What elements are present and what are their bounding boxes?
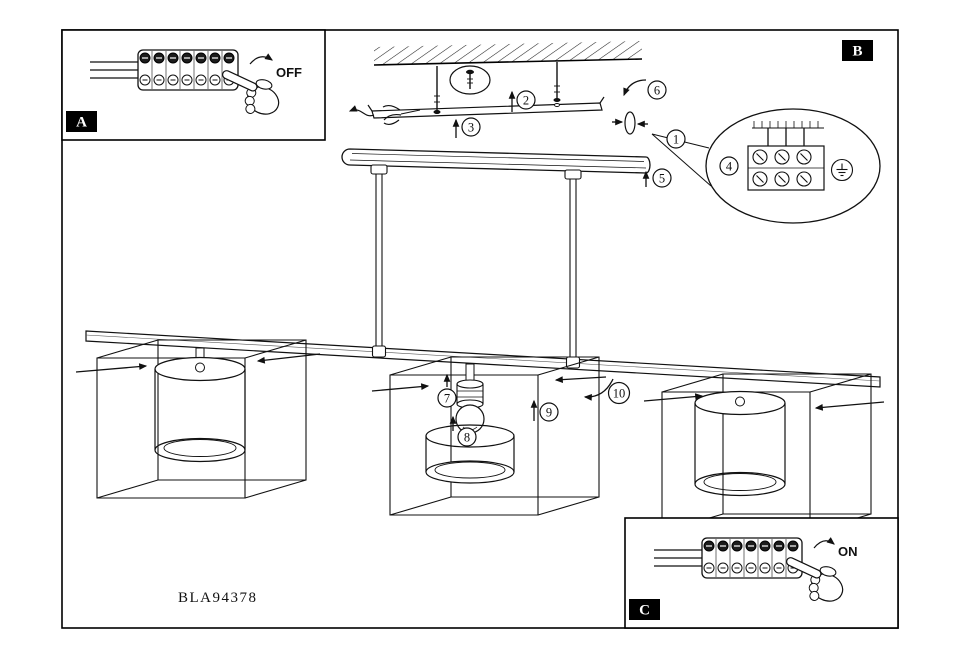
screw-detail-callout (449, 65, 491, 95)
off-label: OFF (276, 65, 302, 80)
rotate-arrow-icon (583, 378, 614, 401)
panel-c-box (629, 599, 660, 620)
step-marker-2: 2 (508, 90, 536, 112)
step-number: 2 (523, 93, 529, 107)
step-number: 3 (468, 120, 474, 134)
model-number: BLA94378 (178, 590, 258, 606)
slide-arrow-icon (554, 376, 607, 383)
hanging-rail (85, 330, 881, 388)
panel-a-label: A (76, 115, 87, 131)
step-marker-3: 3 (452, 117, 481, 138)
bracket-hatch (753, 121, 819, 128)
terminal-screws (752, 149, 812, 187)
step-number: 1 (673, 132, 679, 146)
step-number: 7 (444, 391, 450, 405)
step-number: 9 (546, 405, 552, 419)
assembly-arrow (814, 401, 885, 411)
rotate-arrow-icon (813, 537, 835, 549)
step-number: 10 (613, 386, 626, 400)
ground-symbol-icon (830, 158, 854, 182)
suspension-rod-left (370, 164, 388, 358)
step-marker-7: 7 (437, 373, 457, 408)
inset-c: ON C (624, 517, 899, 629)
step-number: 8 (464, 430, 470, 444)
step-marker-8: 8 (449, 415, 477, 447)
panel-c-label: C (639, 603, 650, 619)
shade-middle: 7 8 9 10 (371, 356, 631, 516)
rotate-arrow-icon (249, 53, 273, 65)
step-marker-10: 10 (554, 376, 631, 405)
assembly-arrow (643, 393, 704, 402)
shade-left (75, 339, 321, 499)
step-number: 4 (726, 159, 733, 173)
ceiling-hatch (373, 41, 643, 66)
step-number: 5 (659, 171, 665, 185)
panel-b-box (842, 40, 873, 61)
mains-cable (348, 104, 421, 126)
rotate-arrow-icon (623, 79, 647, 97)
panel-b-label: B (852, 44, 862, 60)
step-number: 6 (654, 83, 660, 97)
terminal-detail-balloon: 4 (705, 108, 881, 224)
on-label: ON (838, 544, 858, 559)
shade-right (643, 373, 885, 533)
panel-b: B (842, 40, 873, 61)
terminal-wires (767, 128, 805, 148)
assembly-arrow (371, 383, 430, 392)
glass-cylinder-open (425, 424, 515, 484)
inset-a: OFF A (61, 29, 326, 141)
step-marker-5: 5 (642, 168, 672, 188)
ceiling-screw-right (553, 62, 561, 102)
ceiling-screw-left (433, 66, 441, 114)
clamp-icon (612, 111, 648, 135)
panel-a-box (66, 111, 97, 132)
assembly-arrow (256, 353, 321, 364)
step-marker-4: 4 (719, 156, 739, 176)
step-marker-9: 9 (530, 399, 559, 422)
step-marker-6: 6 (623, 79, 667, 100)
step-marker-1: 1 (666, 129, 686, 149)
assembly-arrow (75, 363, 148, 373)
lamp-socket (456, 379, 484, 409)
